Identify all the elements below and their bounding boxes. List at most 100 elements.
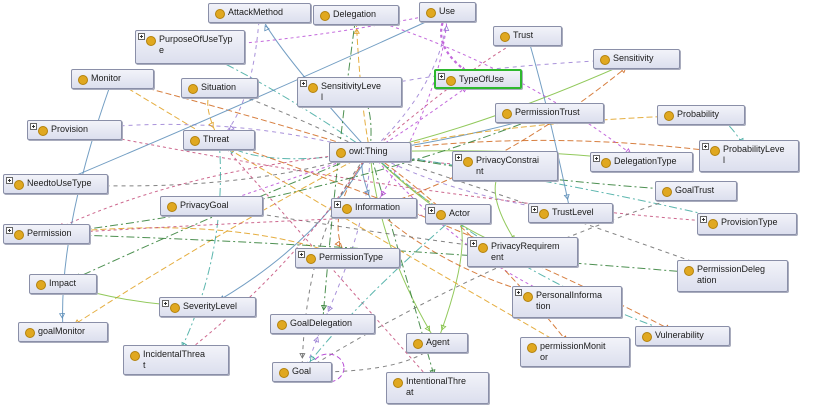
class-node-Provision[interactable]: Provision <box>27 120 122 140</box>
class-circle-icon <box>684 266 694 276</box>
class-circle-icon <box>642 332 652 342</box>
class-node-PermissionDelegation[interactable]: PermissionDeleg ation <box>677 260 788 292</box>
expand-plus-icon[interactable] <box>438 73 445 80</box>
edge-Delegation-GoalDelegation <box>322 14 357 325</box>
expand-plus-icon[interactable] <box>700 216 707 223</box>
class-node-SeverityLevel[interactable]: SeverityLevel <box>159 297 256 317</box>
edge-owlThing-goalMonitor <box>62 151 371 333</box>
class-node-TrustLevel[interactable]: TrustLevel <box>528 203 613 223</box>
class-node-permissionMonitor[interactable]: permissionMonit or <box>520 337 630 367</box>
edge-owlThing-PurposeOfUseType <box>189 46 371 153</box>
edge-Threat-IncidentalThreat <box>175 139 221 361</box>
class-node-Probability[interactable]: Probability <box>657 105 745 125</box>
expand-plus-icon[interactable] <box>298 251 305 258</box>
expand-plus-icon[interactable] <box>162 300 169 307</box>
class-node-PrivacyGoal[interactable]: PrivacyGoal <box>160 196 263 216</box>
class-node-NeedtoUseType[interactable]: NeedtoUseType <box>3 174 108 194</box>
edge-Delegation-DelegationType <box>355 14 642 163</box>
edge-owlThing-IntentionalThreat <box>369 151 438 389</box>
class-node-label: SensitivityLeve l <box>321 81 382 102</box>
class-node-AttackMethod[interactable]: AttackMethod <box>208 3 311 23</box>
expand-plus-icon[interactable] <box>138 33 145 40</box>
expand-plus-icon[interactable] <box>428 207 435 214</box>
class-circle-icon <box>167 202 177 212</box>
class-node-PermissionTrust[interactable]: PermissionTrust <box>495 103 604 123</box>
class-circle-icon <box>523 292 533 302</box>
class-circle-icon <box>601 158 611 168</box>
expand-plus-icon[interactable] <box>300 80 307 87</box>
class-node-goalMonitor[interactable]: goalMonitor <box>18 322 108 342</box>
class-node-PurposeOfUseType[interactable]: PurposeOfUseTyp e <box>135 30 245 64</box>
class-circle-icon <box>336 148 346 158</box>
class-node-owlThing[interactable]: owl:Thing <box>329 142 411 162</box>
class-node-label: Information <box>355 202 401 212</box>
class-node-label: Use <box>439 6 456 16</box>
expand-plus-icon[interactable] <box>702 143 709 150</box>
class-circle-icon <box>36 280 46 290</box>
edge-arrowhead <box>208 121 214 129</box>
class-node-PersonalInformation[interactable]: PersonalInforma tion <box>512 286 622 318</box>
class-node-Goal[interactable]: Goal <box>272 362 332 382</box>
edge-Actor-Goal <box>301 213 459 373</box>
class-node-label: PermissionType <box>319 252 384 262</box>
class-node-Agent[interactable]: Agent <box>406 333 468 353</box>
class-node-Threat[interactable]: Threat <box>183 130 255 150</box>
class-circle-icon <box>664 111 674 121</box>
class-node-Delegation[interactable]: Delegation <box>313 5 399 25</box>
edge-Use-Information <box>373 11 448 209</box>
class-node-Sensitivity[interactable]: Sensitivity <box>593 49 680 69</box>
edge-Actor-Permission <box>46 213 459 235</box>
expand-plus-icon[interactable] <box>531 206 538 213</box>
edge-Actor-Agent <box>436 213 463 344</box>
class-node-Vulnerability[interactable]: Vulnerability <box>635 326 730 346</box>
class-node-Trust[interactable]: Trust <box>493 26 562 46</box>
class-node-label: PurposeOfUseTyp e <box>159 34 233 55</box>
edge-owlThing-IncidentalThreat <box>175 151 371 361</box>
edge-arrowhead <box>440 324 447 331</box>
expand-plus-icon[interactable] <box>515 289 522 296</box>
class-node-Use[interactable]: Use <box>419 2 476 22</box>
class-node-label: permissionMonit or <box>540 341 606 362</box>
expand-plus-icon[interactable] <box>334 201 341 208</box>
class-node-Impact[interactable]: Impact <box>29 274 97 294</box>
expand-plus-icon[interactable] <box>470 240 477 247</box>
edge-arrowhead <box>228 124 235 131</box>
class-node-IntentionalThreat[interactable]: IntentionalThre at <box>386 372 489 404</box>
class-node-ProvisionType[interactable]: ProvisionType <box>697 213 797 235</box>
class-circle-icon <box>662 187 672 197</box>
class-node-PrivacyConstraint[interactable]: PrivacyConstrai nt <box>452 151 558 181</box>
class-node-Information[interactable]: Information <box>331 198 417 218</box>
class-circle-icon <box>14 230 24 240</box>
class-node-Permission[interactable]: Permission <box>3 224 90 244</box>
class-circle-icon <box>342 204 352 214</box>
expand-plus-icon[interactable] <box>6 227 13 234</box>
class-node-TypeOfUse[interactable]: TypeOfUse <box>434 69 522 89</box>
class-node-GoalTrust[interactable]: GoalTrust <box>655 181 737 201</box>
edge-Permission-PermissionTrust <box>46 112 550 235</box>
class-circle-icon <box>539 209 549 219</box>
class-node-Actor[interactable]: Actor <box>425 204 491 224</box>
class-node-SensitivityLevel[interactable]: SensitivityLeve l <box>297 77 402 107</box>
edge-owlThing-permissionMonitor <box>369 151 576 353</box>
class-node-ProbabilityLevel[interactable]: ProbabilityLeve l <box>699 140 799 172</box>
edge-Monitor-goalMonitor <box>62 78 113 333</box>
class-node-Situation[interactable]: Situation <box>181 78 258 98</box>
expand-plus-icon[interactable] <box>455 154 462 161</box>
class-node-label: Probability <box>677 109 720 119</box>
edge-owlThing-Goal <box>301 151 371 373</box>
class-node-DelegationType[interactable]: DelegationType <box>590 152 693 172</box>
expand-plus-icon[interactable] <box>593 155 600 162</box>
expand-plus-icon[interactable] <box>6 177 13 184</box>
class-node-PrivacyRequirement[interactable]: PrivacyRequirem ent <box>467 237 578 267</box>
class-node-IncidentalThreat[interactable]: IncidentalThrea t <box>123 345 229 375</box>
expand-plus-icon[interactable] <box>30 123 37 130</box>
class-node-PermissionType[interactable]: PermissionType <box>295 248 400 268</box>
class-circle-icon <box>130 351 140 361</box>
class-circle-icon <box>413 339 423 349</box>
class-circle-icon <box>478 243 488 253</box>
class-node-Monitor[interactable]: Monitor <box>71 69 154 89</box>
edge-goal-self-loop <box>311 353 345 383</box>
class-node-GoalDelegation[interactable]: GoalDelegation <box>270 314 375 334</box>
class-circle-icon <box>38 126 48 136</box>
